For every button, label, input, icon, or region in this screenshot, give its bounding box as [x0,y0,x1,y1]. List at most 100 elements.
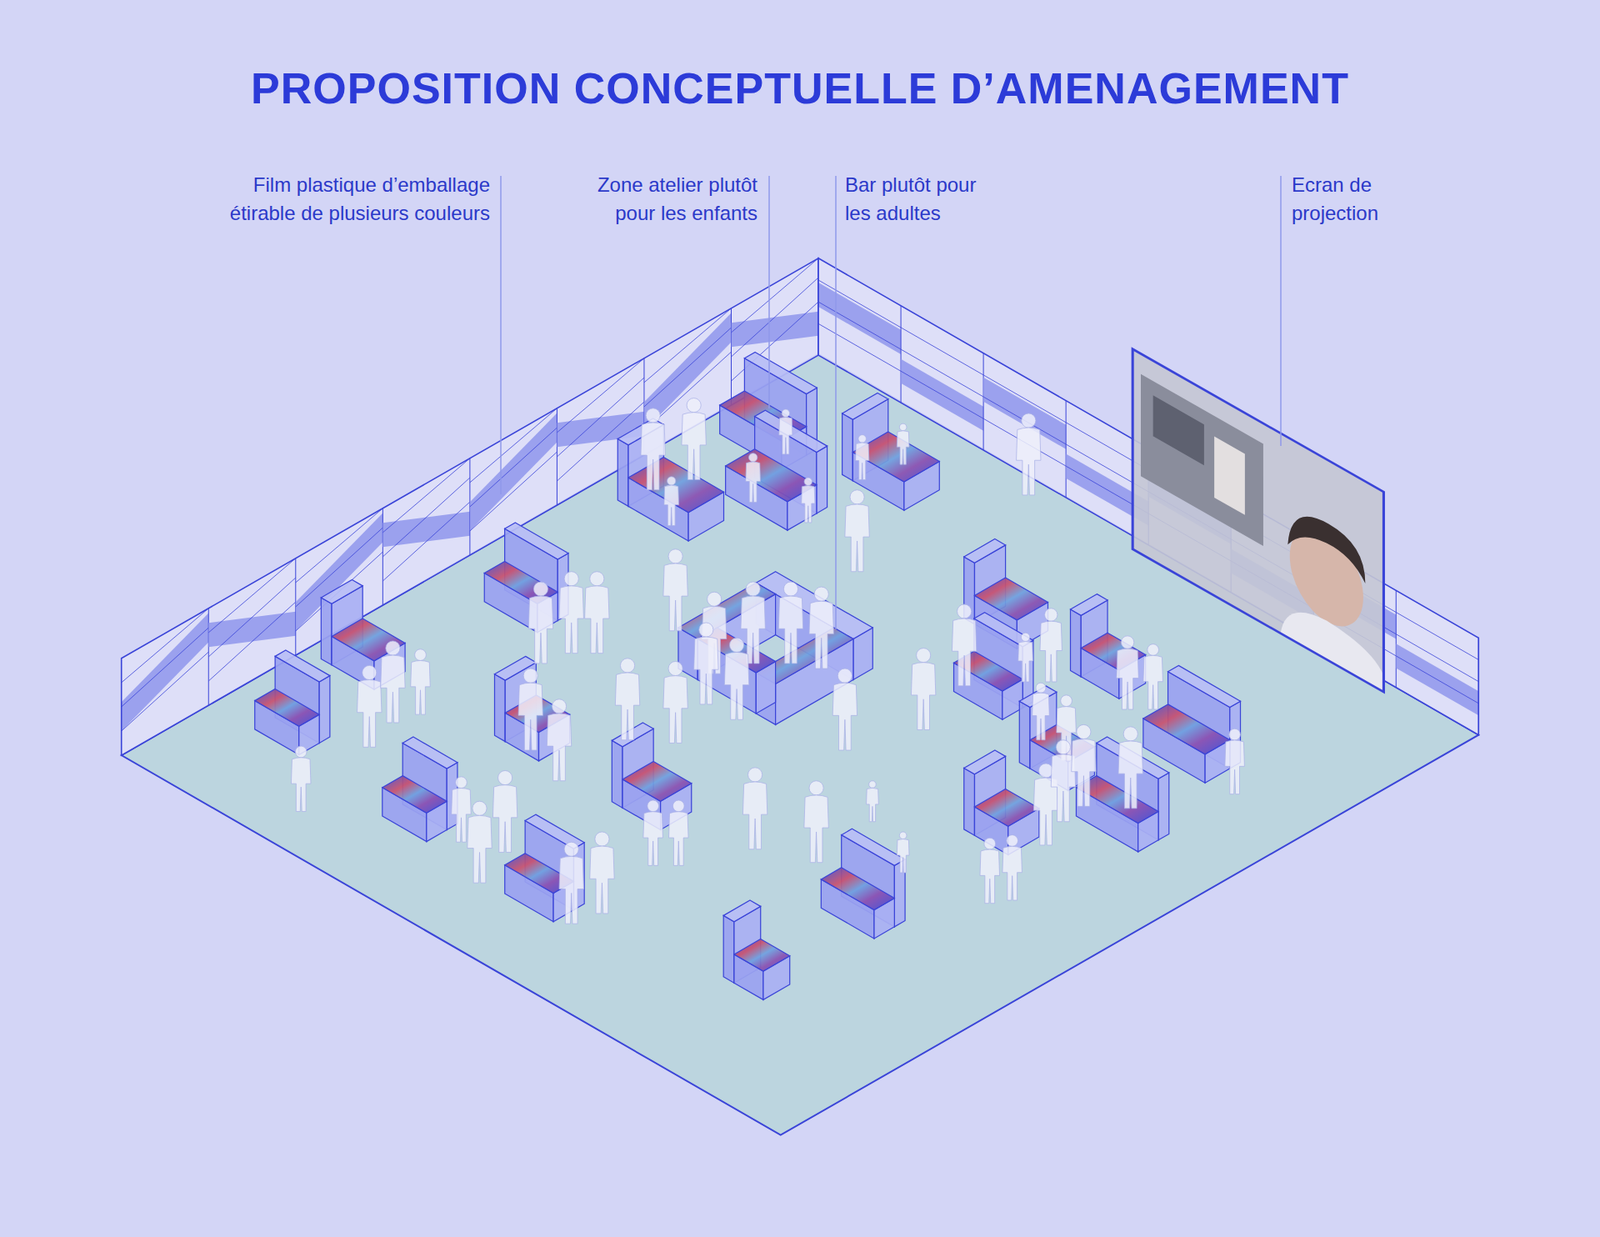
person-body [1116,648,1139,710]
person-body [896,430,910,465]
person-body [681,412,706,480]
furniture-face [964,767,975,835]
furniture-face [816,445,828,514]
wall-film-line [295,527,384,607]
person-silhouette [740,581,765,664]
wall-film-line [644,308,732,383]
person-body [380,655,405,723]
person-head [533,581,548,596]
person-head [647,800,660,812]
person-silhouette [855,435,870,480]
wall-film-line [470,427,558,507]
person-body [1016,427,1041,495]
person-body [1018,640,1034,681]
person-body [290,757,311,812]
furniture-face [494,674,505,742]
wall-film-line [818,301,901,350]
wall-film-line [1395,655,1479,704]
wall-panel-joint [1395,590,1397,687]
person-body [832,682,857,750]
person-head [957,604,972,619]
person-head [590,571,605,586]
person-body [357,680,382,748]
person-silhouette [357,665,382,747]
person-silhouette [518,668,543,750]
person-head [748,767,763,782]
person-body [663,563,688,631]
person-head [1076,724,1091,739]
person-body [590,845,615,914]
person-head [595,831,610,846]
person-head [783,581,798,596]
person-body [640,422,665,490]
furniture-face [402,736,458,769]
person-body [779,416,793,454]
person-silhouette [663,660,688,743]
person-silhouette [724,637,749,720]
furniture-face [820,867,895,910]
person-head [1055,740,1070,755]
furniture-face [611,740,623,808]
wall-outline [121,258,819,755]
person-body [1040,620,1062,682]
right-wall [818,258,1479,735]
person-silhouette [1032,682,1050,740]
furniture-face [1070,609,1082,677]
furniture-face [723,900,761,922]
person-body [855,442,870,480]
furniture-face [841,828,905,865]
person-head [1006,835,1019,847]
furniture-face [1070,594,1109,616]
person-head [745,581,760,596]
person-body [951,618,976,686]
person-head [1120,635,1134,649]
person-silhouette [663,549,688,631]
wall-film-line [900,327,984,375]
person-body [896,839,910,873]
person-head [295,745,307,758]
person-head [362,665,377,680]
wall-film-band [382,472,470,586]
person-body [467,815,492,883]
wall-film-line [295,508,384,583]
person-body [980,849,1000,904]
person-head [523,668,538,683]
person-head [385,640,400,655]
person-silhouette [528,581,553,664]
wall-film-band [818,282,901,355]
person-silhouette [910,648,935,730]
person-head [809,780,824,795]
wall-film-line [121,608,210,683]
furniture-face [505,522,569,560]
person-silhouette [559,841,584,924]
person-silhouette [643,800,664,865]
person-head [645,408,660,423]
furniture-face [1143,704,1230,755]
furniture-face [964,750,1006,775]
person-silhouette [745,453,761,503]
person-silhouette [1116,635,1139,710]
person-silhouette [951,604,976,686]
furniture-face [964,539,1006,564]
furniture-face [1019,700,1030,769]
furniture-face [734,939,790,972]
person-silhouette [778,581,803,664]
person-silhouette [1040,608,1062,682]
screen-edge [1382,491,1385,692]
person-head [668,549,683,564]
person-silhouette [1118,726,1143,809]
person-body [546,713,571,781]
person-body [585,585,610,654]
person-silhouette [832,668,857,750]
person-body [910,662,935,730]
furniture-face [622,760,692,801]
leader-line [500,175,502,495]
person-body [809,600,834,669]
person-head [498,770,513,785]
left-wall [121,258,819,755]
furniture-face [723,915,735,983]
person-head [984,837,996,850]
person-silhouette [801,477,815,523]
person-silhouette [640,408,665,490]
callout-label: Film plastique d’emballage étirable de p… [225,170,490,228]
